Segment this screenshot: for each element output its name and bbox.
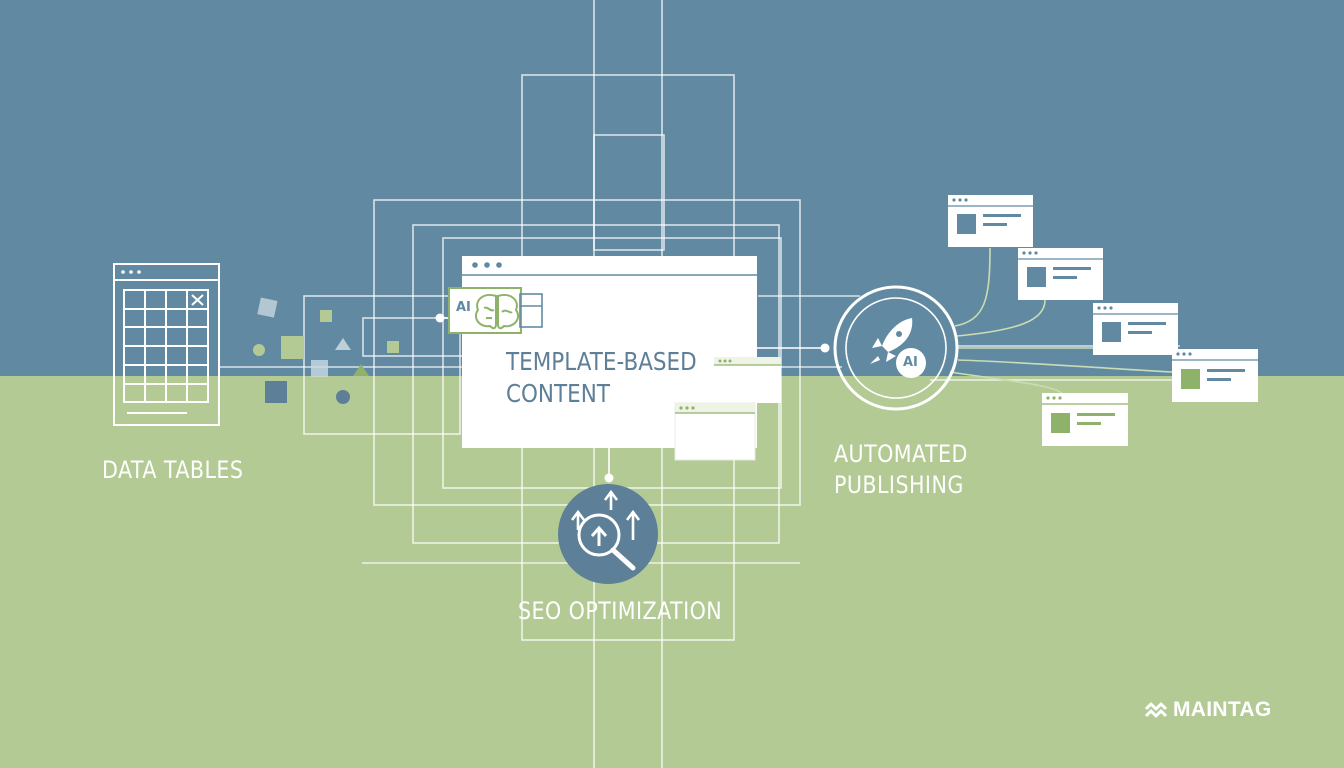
connectors [440,247,1173,478]
table-icon [113,263,220,426]
automated-publishing-label: AUTOMATED PUBLISHING [834,439,968,501]
published-page-5 [1042,393,1128,446]
seo-optimization-label: SEO OPTIMIZATION [518,597,723,625]
published-page-1 [948,195,1033,247]
connector-dots [435,313,830,483]
stacked-window-1 [714,357,781,403]
publishing-label-line-2: PUBLISHING [834,471,964,499]
data-shapes [253,297,399,404]
template-label-line-2: CONTENT [506,379,610,408]
template-label-line-1: TEMPLATE-BASED [506,347,697,376]
publishing-label-line-1: AUTOMATED [834,440,968,468]
template-based-content-label: TEMPLATE-BASED CONTENT [506,346,697,410]
table-window-dots [121,270,141,274]
published-page-3 [1093,303,1178,355]
data-tables-label: DATA TABLES [102,456,244,484]
published-page-4 [1172,349,1258,402]
ai-badge [896,348,926,378]
ai-publishing-badge: AI [903,355,918,370]
ai-template-badge: AI [456,300,471,315]
publishing-circle [833,285,959,411]
seo-magnifier-icon [558,484,658,584]
wave-logo-icon [1145,702,1167,718]
brain-icon [474,294,520,330]
published-page-2 [1018,248,1103,300]
brand-name: MAINTAG [1173,698,1272,721]
brand-logo: MAINTAG [1145,698,1272,722]
stacked-window-2 [674,402,756,461]
